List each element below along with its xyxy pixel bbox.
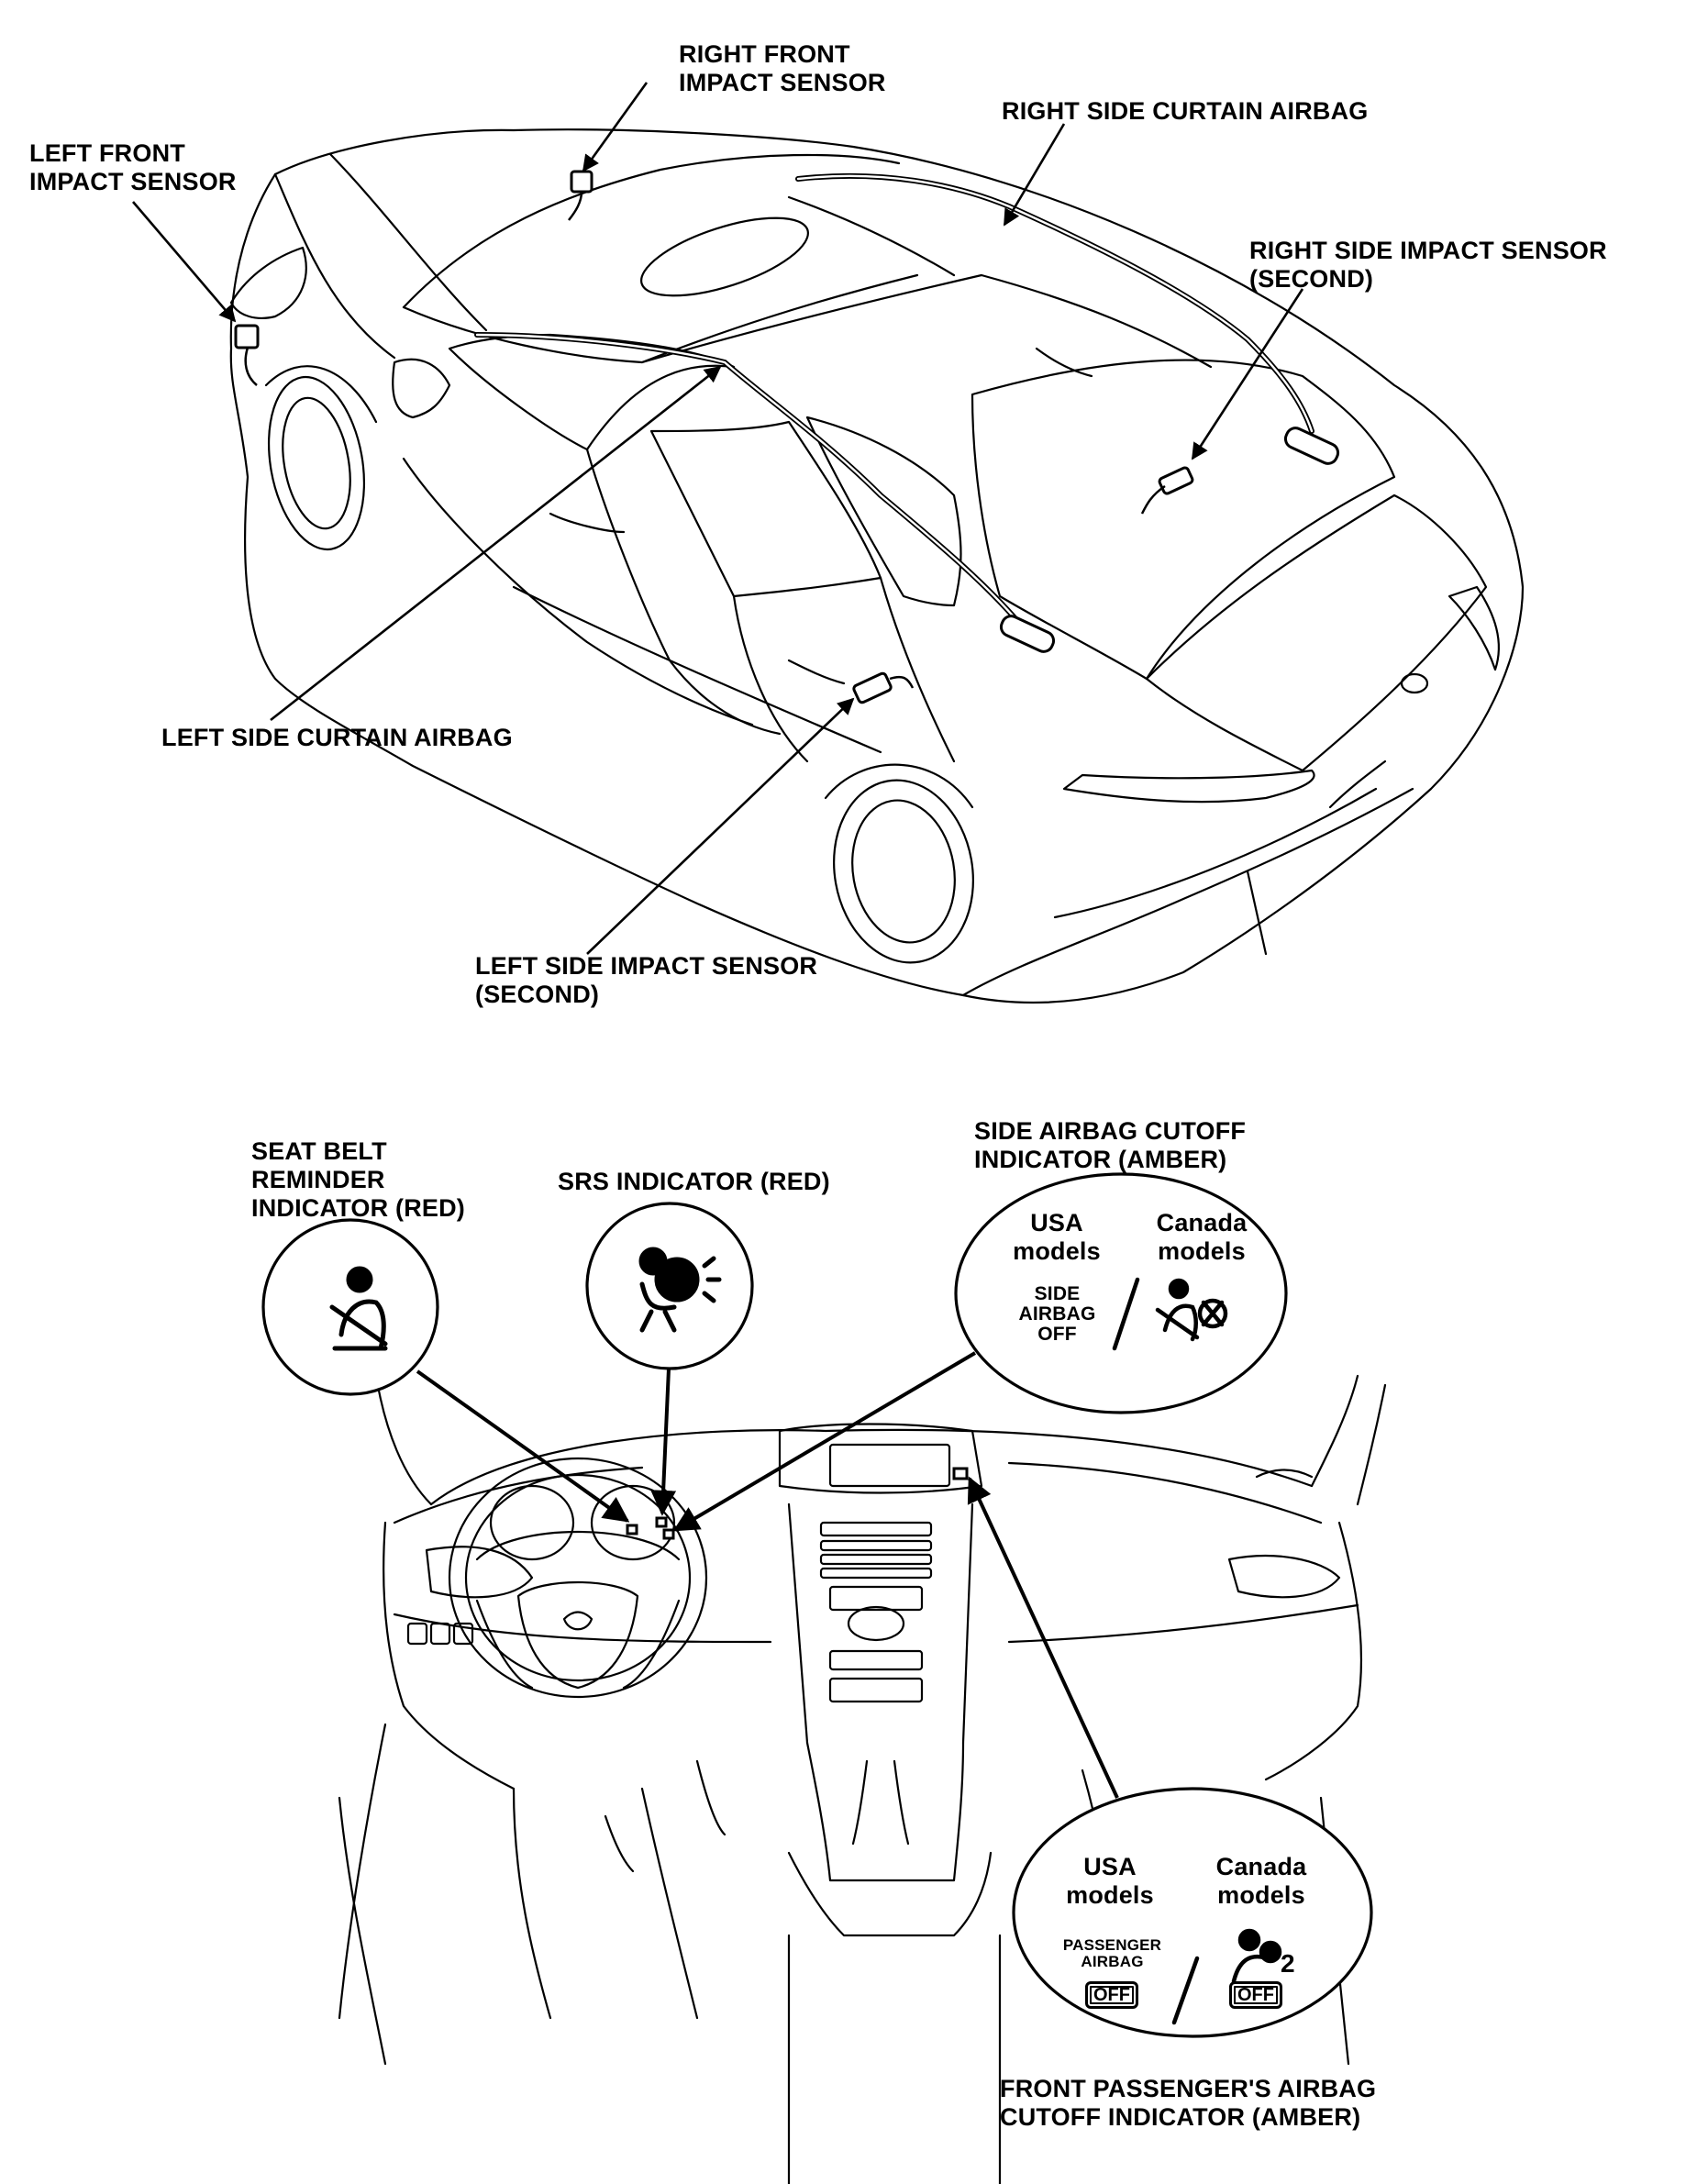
label-line: models — [1013, 1237, 1101, 1265]
label-right-front-impact-sensor: RIGHT FRONT IMPACT SENSOR — [679, 40, 886, 97]
label-line: RIGHT SIDE CURTAIN AIRBAG — [1002, 97, 1369, 125]
label-line: OFF — [1037, 1324, 1077, 1345]
dash-leader-lines — [416, 1351, 1119, 1799]
pass-circle-canada-label: Canada models — [1197, 1853, 1326, 1910]
label-front-passenger-airbag-cutoff-indicator: FRONT PASSENGER'S AIRBAG CUTOFF INDICATO… — [1000, 2075, 1376, 2132]
curtain-airbags — [474, 172, 1314, 636]
label-line: USA — [1030, 1209, 1083, 1236]
label-line: models — [1066, 1881, 1154, 1909]
dashboard-illustration — [338, 1374, 1387, 2184]
label-side-airbag-cutoff-indicator: SIDE AIRBAG CUTOFF INDICATOR (AMBER) — [974, 1117, 1246, 1174]
side-airbag-off-canada-icon — [1112, 1277, 1228, 1351]
label-line: AIRBAG — [1081, 1953, 1144, 1970]
pass-circle-usa-label: USA models — [1055, 1853, 1165, 1910]
label-line: FRONT PASSENGER'S AIRBAG — [1000, 2075, 1377, 2102]
label-line: IMPACT SENSOR — [29, 168, 237, 195]
indicator-circles — [261, 1172, 1373, 2038]
label-line: models — [1217, 1881, 1305, 1909]
label-line: INDICATOR (RED) — [251, 1194, 465, 1222]
label-line: INDICATOR (AMBER) — [974, 1146, 1227, 1173]
usa-off-badge: OFF — [1085, 1981, 1138, 2009]
seat-number-label: 2 — [1281, 1949, 1295, 1978]
label-line: (SECOND) — [475, 981, 600, 1008]
label-line: SIDE — [1034, 1283, 1081, 1304]
label-line: LEFT SIDE IMPACT SENSOR — [475, 952, 818, 980]
label-line: Canada — [1215, 1853, 1307, 1880]
side-circle-usa-label: USA models — [1002, 1209, 1112, 1266]
label-left-front-impact-sensor: LEFT FRONT IMPACT SENSOR — [29, 139, 237, 196]
passenger-airbag-usa-text: PASSENGER AIRBAG — [1055, 1937, 1170, 1970]
label-line: RIGHT SIDE IMPACT SENSOR — [1249, 237, 1607, 264]
label-line: SIDE AIRBAG CUTOFF — [974, 1117, 1247, 1145]
label-line: Canada — [1156, 1209, 1248, 1236]
car-illustration — [229, 128, 1525, 1004]
label-seat-belt-reminder-indicator: SEAT BELT REMINDER INDICATOR (RED) — [251, 1137, 465, 1223]
label-line: PASSENGER — [1062, 1936, 1162, 1954]
label-right-side-impact-sensor: RIGHT SIDE IMPACT SENSOR (SECOND) — [1249, 237, 1607, 294]
label-line: AIRBAG — [1018, 1303, 1096, 1325]
label-right-side-curtain-airbag: RIGHT SIDE CURTAIN AIRBAG — [1002, 97, 1369, 126]
car-leader-lines — [132, 82, 1304, 955]
label-line: LEFT SIDE CURTAIN AIRBAG — [161, 724, 513, 751]
label-line: LEFT FRONT — [29, 139, 185, 167]
label-line: USA — [1083, 1853, 1137, 1880]
label-line: models — [1158, 1237, 1246, 1265]
passenger-airbag-off-canada-icon — [1171, 1928, 1282, 2025]
label-line: RIGHT FRONT — [679, 40, 850, 68]
dash-indicator-lamps — [626, 1467, 969, 1540]
curtain-airbag-inner — [475, 174, 1314, 635]
label-left-side-curtain-airbag: LEFT SIDE CURTAIN AIRBAG — [161, 724, 513, 752]
curtain-inflators — [999, 427, 1340, 653]
label-srs-indicator: SRS INDICATOR (RED) — [558, 1168, 830, 1196]
label-left-side-impact-sensor: LEFT SIDE IMPACT SENSOR (SECOND) — [475, 952, 817, 1009]
seat-belt-icon — [329, 1266, 388, 1351]
label-line: SEAT BELT — [251, 1137, 387, 1165]
label-line: REMINDER — [251, 1166, 385, 1193]
label-line: IMPACT SENSOR — [679, 69, 886, 96]
label-line: CUTOFF INDICATOR (AMBER) — [1000, 2103, 1361, 2131]
canada-off-badge: OFF — [1229, 1981, 1282, 2009]
label-line: SRS INDICATOR (RED) — [558, 1168, 830, 1195]
side-circle-canada-label: Canada models — [1137, 1209, 1266, 1266]
srs-airbag-icon — [638, 1247, 722, 1333]
label-line: (SECOND) — [1249, 265, 1374, 293]
side-airbag-off-usa-icon: SIDE AIRBAG OFF — [1009, 1284, 1105, 1345]
